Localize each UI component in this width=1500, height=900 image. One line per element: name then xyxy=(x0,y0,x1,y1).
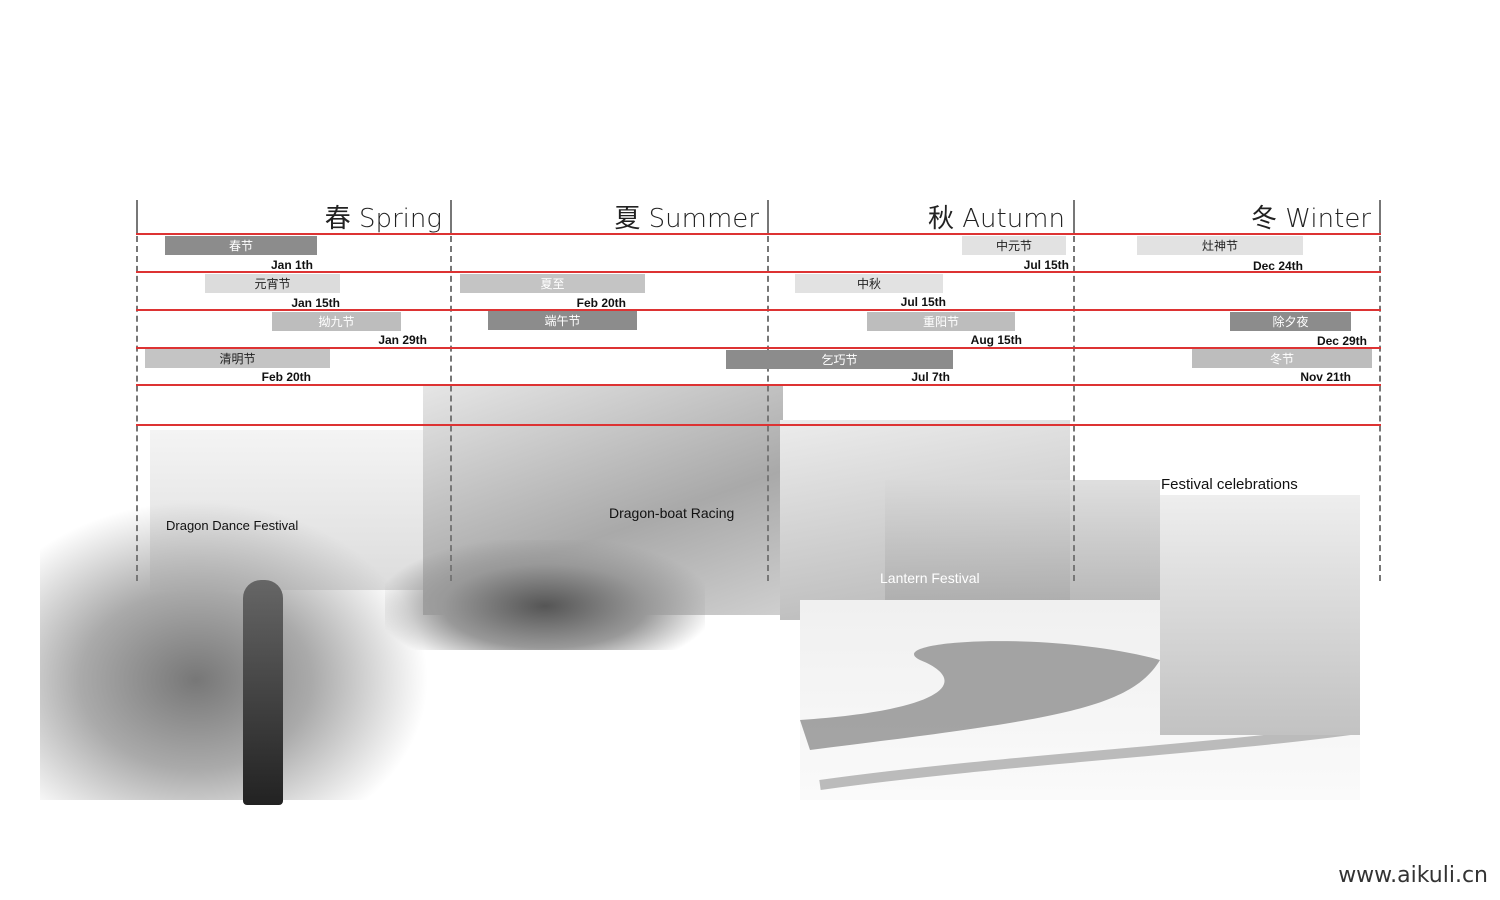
season-title: 秋 Autumn xyxy=(927,204,1065,234)
dragon-boat-photo xyxy=(385,540,705,650)
caption-dragon-dance: Dragon Dance Festival xyxy=(166,518,299,533)
row-line xyxy=(136,347,1381,349)
season-divider xyxy=(450,200,452,234)
festival-bar: 冬节 xyxy=(1192,349,1372,368)
dragon-dance-photo xyxy=(40,500,430,800)
row-line xyxy=(136,271,1381,273)
festival-bar: 元宵节 xyxy=(205,274,340,293)
festival-bar: 拗九节 xyxy=(272,312,401,331)
festival-bar: 除夕夜 xyxy=(1230,312,1351,331)
festival-bar: 重阳节 xyxy=(867,312,1015,331)
festival-bar: 中秋 xyxy=(795,274,943,293)
performer-figure xyxy=(243,580,283,805)
season-divider xyxy=(1073,200,1075,234)
festival-date: Jul 7th xyxy=(911,370,950,384)
season-title: 夏 Summer xyxy=(614,204,759,234)
row-line xyxy=(136,384,1381,386)
column-divider xyxy=(767,236,769,581)
caption-dragon-boat: Dragon-boat Racing xyxy=(609,505,735,521)
river-path xyxy=(800,641,1351,790)
festival-date: Aug 15th xyxy=(970,333,1022,347)
festival-bar: 端午节 xyxy=(488,311,637,330)
festival-date: Dec 24th xyxy=(1252,259,1303,273)
festival-bar: 中元节 xyxy=(962,236,1066,255)
column-divider xyxy=(1379,236,1381,581)
festival-date: Jan 29th xyxy=(378,333,427,347)
festival-date: Feb 20th xyxy=(261,370,311,384)
season-title: 冬 Winter xyxy=(1251,204,1371,234)
row-line xyxy=(136,233,1381,235)
festival-date: Dec 29th xyxy=(1316,334,1367,348)
season-title: 春 Spring xyxy=(324,204,442,234)
festival-bar: 灶神节 xyxy=(1137,236,1303,255)
season-divider xyxy=(767,200,769,234)
festival-bar: 清明节 xyxy=(145,349,330,368)
celebration-photo xyxy=(1160,495,1360,735)
festival-date: Feb 20th xyxy=(576,296,626,310)
caption-lantern: Lantern Festival xyxy=(880,570,980,586)
caption-celebrations: Festival celebrations xyxy=(1161,476,1298,493)
row-line xyxy=(136,309,1381,311)
festival-date: Nov 21th xyxy=(1300,370,1351,384)
column-divider xyxy=(450,236,452,581)
festival-date: Jul 15th xyxy=(900,295,946,309)
row-line xyxy=(136,424,1381,426)
festival-bar: 春节 xyxy=(165,236,317,255)
column-divider xyxy=(1073,236,1075,581)
festival-date: Jan 1th xyxy=(270,258,313,272)
season-divider xyxy=(1379,200,1381,234)
season-divider xyxy=(136,200,138,234)
festival-bar: 乞巧节 xyxy=(726,350,953,369)
column-divider xyxy=(136,236,138,581)
festival-date: Jul 15th xyxy=(1023,258,1069,272)
festival-bar: 夏至 xyxy=(460,274,645,293)
watermark: www.aikuli.cn xyxy=(1338,863,1488,888)
festival-date: Jan 15th xyxy=(291,296,340,310)
